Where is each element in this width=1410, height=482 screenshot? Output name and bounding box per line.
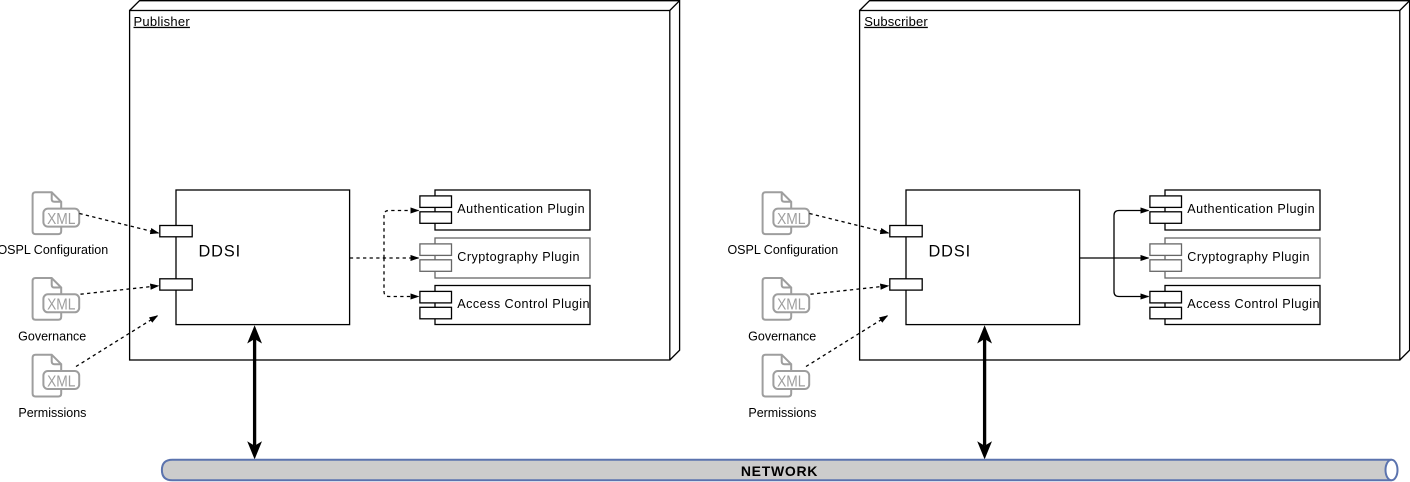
svg-text:Subscriber: Subscriber	[864, 14, 928, 29]
svg-text:NETWORK: NETWORK	[741, 463, 818, 479]
svg-text:Publisher: Publisher	[134, 14, 191, 29]
